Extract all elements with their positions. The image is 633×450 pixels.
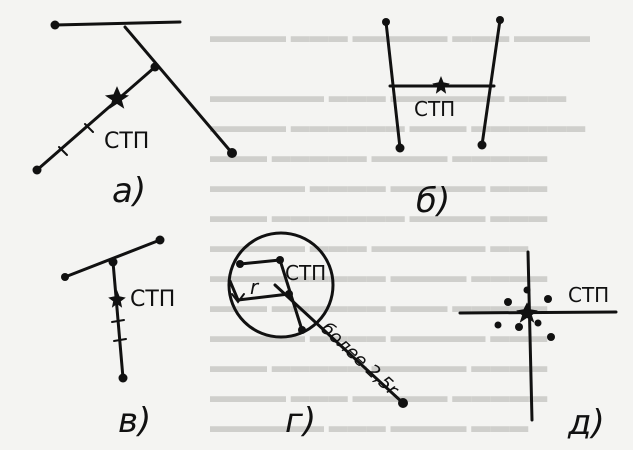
dot <box>398 398 408 408</box>
dot <box>515 323 523 331</box>
dot <box>534 319 542 327</box>
figure-d-caption: д) <box>567 403 605 443</box>
dot <box>118 373 128 383</box>
figure-g-arrow-shaft <box>228 279 240 302</box>
figure-a-ticks <box>58 123 94 156</box>
figure-a-stp-label: СТП <box>104 129 149 154</box>
dot <box>236 260 244 268</box>
endpoint-dots <box>32 16 555 408</box>
figure-b-stp-label: СТП <box>414 97 455 121</box>
dot <box>494 321 502 329</box>
dot <box>523 286 531 294</box>
dot <box>50 20 60 30</box>
figure-a-star-icon <box>104 86 130 109</box>
dot <box>285 290 293 298</box>
dot <box>32 165 42 175</box>
figure-v-caption: в) <box>118 401 151 441</box>
figure-g-distance-label: более 2,5r <box>317 318 404 401</box>
figure-g-upper-chord <box>238 258 282 266</box>
figure-a <box>35 20 234 172</box>
dot <box>547 333 555 341</box>
figure-d-vertical-axis <box>526 250 534 422</box>
figure-g-radius-label: r <box>250 275 260 299</box>
figure-g-caption: г) <box>285 401 316 441</box>
figure-d <box>458 250 618 422</box>
figure-g-distance-line <box>273 283 405 405</box>
figure-d-stp-label: СТП <box>568 283 609 307</box>
dot <box>382 18 390 26</box>
figure-b-caption: б) <box>416 181 450 221</box>
figure-v-star-icon <box>108 289 126 308</box>
dot <box>155 235 165 245</box>
figure-g-arrowhead <box>231 293 245 304</box>
figure-v-ticks <box>111 319 127 342</box>
dot <box>108 257 118 267</box>
figure-a-diagonal-line <box>123 25 234 155</box>
figure-g-stp-label: СТП <box>285 261 326 285</box>
figure-a-transverse-line <box>35 65 157 172</box>
dot <box>395 143 405 153</box>
figure-a-caption: а) <box>112 171 146 211</box>
dot <box>298 326 306 334</box>
dot <box>496 16 504 24</box>
dot <box>477 140 487 150</box>
dot <box>276 256 284 264</box>
dot <box>227 148 237 158</box>
dot <box>544 295 552 303</box>
figure-d-horizontal-axis <box>458 310 618 315</box>
dot <box>150 62 160 72</box>
figure-d-star-icon <box>516 302 538 323</box>
figure-g-lower-chord <box>236 292 291 302</box>
figure-b-star-icon <box>432 75 450 94</box>
dot <box>61 273 69 281</box>
figure-b-right-line <box>480 18 502 147</box>
dot <box>504 298 512 306</box>
figure-v-stp-label: СТП <box>130 287 175 312</box>
figure-a-top-line <box>53 20 182 27</box>
figure-g-circle <box>227 231 335 339</box>
